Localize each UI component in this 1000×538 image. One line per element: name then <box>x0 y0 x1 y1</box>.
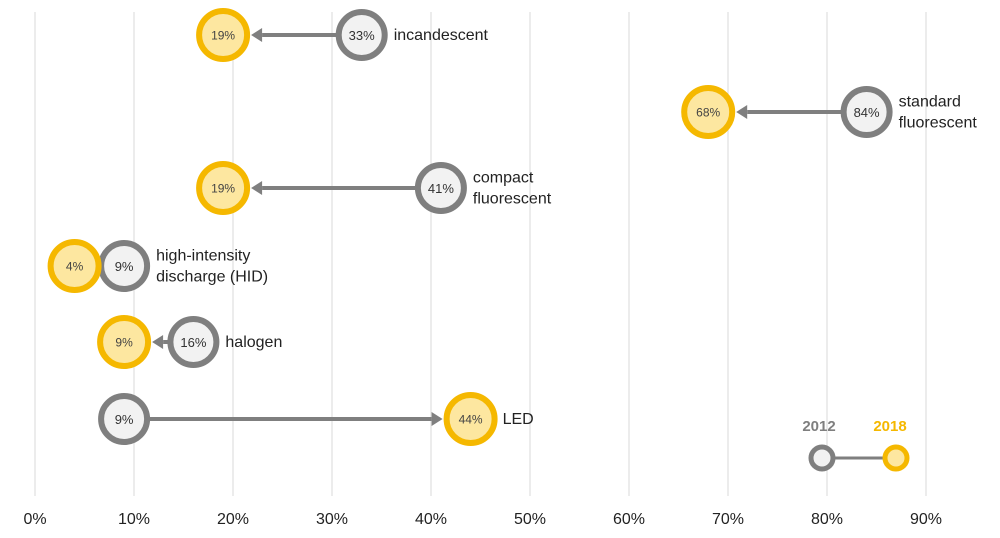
value-label-2018: 44% <box>459 413 483 427</box>
value-label-2012: 9% <box>115 259 134 274</box>
x-tick-label: 0% <box>23 511 46 528</box>
marker-2018 <box>196 161 251 215</box>
marker-2012 <box>840 86 893 138</box>
category-label: LED <box>503 411 534 428</box>
category-label: incandescent <box>394 27 489 44</box>
legend-2018-marker <box>882 444 910 472</box>
value-label-2012: 16% <box>180 335 206 350</box>
change-arrow-head <box>736 105 748 119</box>
category-label: standard <box>899 94 961 111</box>
marker-2018 <box>97 315 152 369</box>
marker-2012 <box>98 393 151 445</box>
marker-2018 <box>196 8 251 62</box>
legend-2012-marker <box>808 444 836 472</box>
value-label-2018: 9% <box>115 336 133 350</box>
value-label-2018: 68% <box>696 106 720 120</box>
x-tick-label: 20% <box>217 511 249 528</box>
legend: 2012 2018 <box>802 418 910 472</box>
change-arrow-head <box>152 335 164 349</box>
marker-2012 <box>335 9 388 61</box>
value-label-2018: 4% <box>66 260 84 274</box>
legend-2018-label: 2018 <box>873 418 906 435</box>
value-label-2012: 84% <box>854 105 880 120</box>
dumbbell-row: 9% 4% high-intensity discharge (HID) <box>47 239 268 293</box>
value-label-2012: 41% <box>428 181 454 196</box>
change-arrow-head <box>431 412 443 426</box>
category-label: compact <box>473 170 534 187</box>
dumbbell-row: 84% 68% standard fluorescent <box>681 85 978 139</box>
change-arrow-head <box>251 181 263 195</box>
dumbbell-row: 33% 19% incandescent <box>196 8 489 62</box>
category-label: halogen <box>225 334 282 351</box>
x-tick-label: 50% <box>514 511 546 528</box>
marker-2018 <box>681 85 736 139</box>
marker-2012 <box>167 316 220 368</box>
value-label-2018: 19% <box>211 29 235 43</box>
x-axis-ticks: 0% 10% 20% 30% 40% 50% 60% 70% 80% 90% <box>23 511 942 528</box>
x-tick-label: 40% <box>415 511 447 528</box>
value-label-2012: 9% <box>115 412 134 427</box>
change-arrow-head <box>251 28 263 42</box>
dumbbell-row: 9% 44% LED <box>98 392 534 446</box>
x-tick-label: 60% <box>613 511 645 528</box>
dumbbell-row: 16% 9% halogen <box>97 315 282 369</box>
category-label: fluorescent <box>899 115 978 132</box>
dumbbell-row: 41% 19% compact fluorescent <box>196 161 552 215</box>
marker-2018 <box>47 239 102 293</box>
category-label: discharge (HID) <box>156 269 268 286</box>
value-label-2018: 19% <box>211 182 235 196</box>
marker-2012 <box>414 162 467 214</box>
x-tick-label: 80% <box>811 511 843 528</box>
marker-2018 <box>443 392 498 446</box>
x-tick-label: 10% <box>118 511 150 528</box>
x-tick-label: 30% <box>316 511 348 528</box>
x-tick-label: 90% <box>910 511 942 528</box>
legend-2012-label: 2012 <box>802 418 835 435</box>
gridlines <box>34 12 927 496</box>
category-label: high-intensity <box>156 248 250 265</box>
category-label: fluorescent <box>473 191 552 208</box>
dumbbell-rows: 33% 19% incandescent 84% 68% standard fluoresc… <box>47 8 978 446</box>
value-label-2012: 33% <box>349 28 375 43</box>
x-tick-label: 70% <box>712 511 744 528</box>
